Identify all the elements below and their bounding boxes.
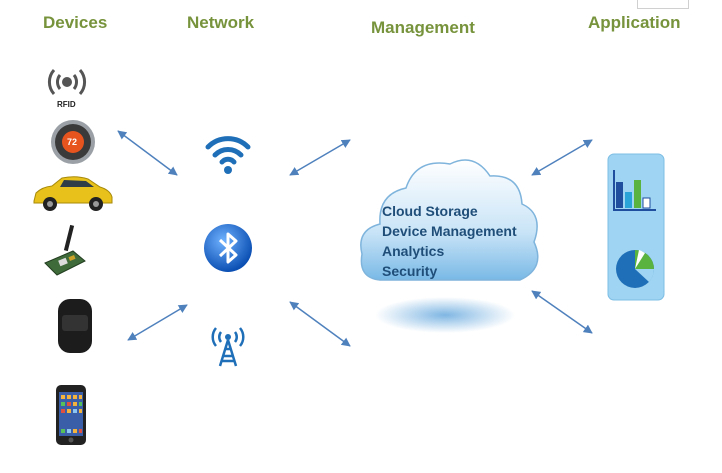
rfid-label: RFID: [57, 100, 76, 109]
rfid-icon: [44, 66, 90, 100]
cell-tower-icon: [208, 322, 248, 368]
bar-chart-icon: [612, 168, 658, 214]
devices-heading: Devices: [43, 13, 108, 32]
bluetooth-icon: [202, 222, 254, 274]
cloud-line-security: Security: [382, 263, 438, 279]
fitness-band-icon: [52, 297, 98, 355]
corner-box: [637, 0, 689, 9]
cloud-icon: [350, 150, 550, 340]
thermostat-reading: 72: [67, 137, 78, 147]
arrow-network-cloud-top: [289, 139, 351, 176]
thermostat-icon: [50, 119, 96, 165]
smartphone-icon: [55, 384, 87, 446]
arrow-devices-network-top: [117, 130, 178, 176]
arrow-devices-network-bottom: [127, 304, 188, 341]
network-heading: Network: [187, 13, 255, 32]
sensor-board-icon: [43, 223, 87, 277]
management-heading: Management: [371, 18, 475, 37]
application-heading: Application: [588, 13, 681, 32]
cloud-line-storage: Cloud Storage: [382, 203, 478, 219]
cloud-line-device-management: Device Management: [382, 223, 517, 239]
wifi-icon: [204, 131, 252, 175]
arrow-network-cloud-bottom: [289, 301, 351, 347]
cloud-line-analytics: Analytics: [382, 243, 445, 259]
arrow-cloud-app-bottom: [531, 290, 593, 334]
car-icon: [30, 173, 114, 213]
arrow-cloud-app-top: [531, 139, 593, 176]
pie-chart-icon: [613, 245, 659, 291]
